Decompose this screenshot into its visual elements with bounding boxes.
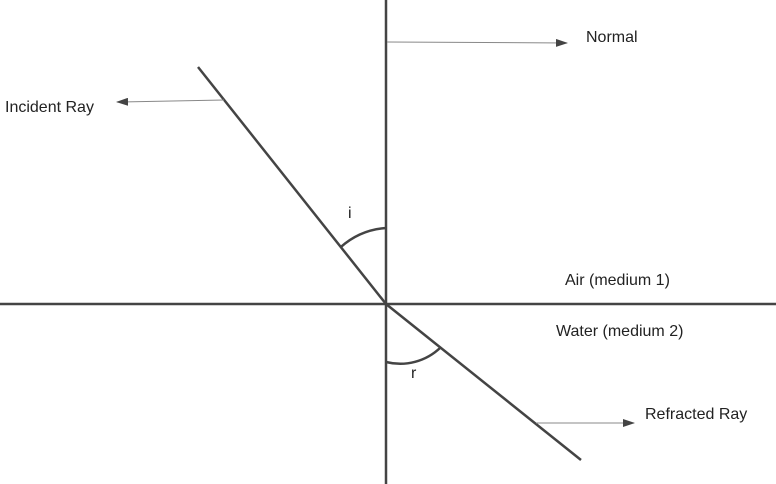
incident-ray-line: [197, 66, 387, 305]
angle-refraction-label: r: [411, 365, 417, 382]
incident-ray-pointer-arrow: [116, 97, 225, 106]
normal-label: Normal: [586, 29, 638, 46]
refracted-ray-label: Refracted Ray: [645, 406, 747, 423]
angle-incidence-label: i: [348, 205, 352, 222]
angle-refraction-arc: [385, 346, 442, 365]
medium-1-label: Air (medium 1): [565, 272, 670, 289]
normal-pointer-arrow: [386, 38, 568, 47]
incident-ray-label: Incident Ray: [5, 99, 94, 116]
angle-incidence-arc: [339, 226, 387, 249]
medium-2-label: Water (medium 2): [556, 323, 683, 340]
refracted-ray-line: [385, 303, 582, 461]
